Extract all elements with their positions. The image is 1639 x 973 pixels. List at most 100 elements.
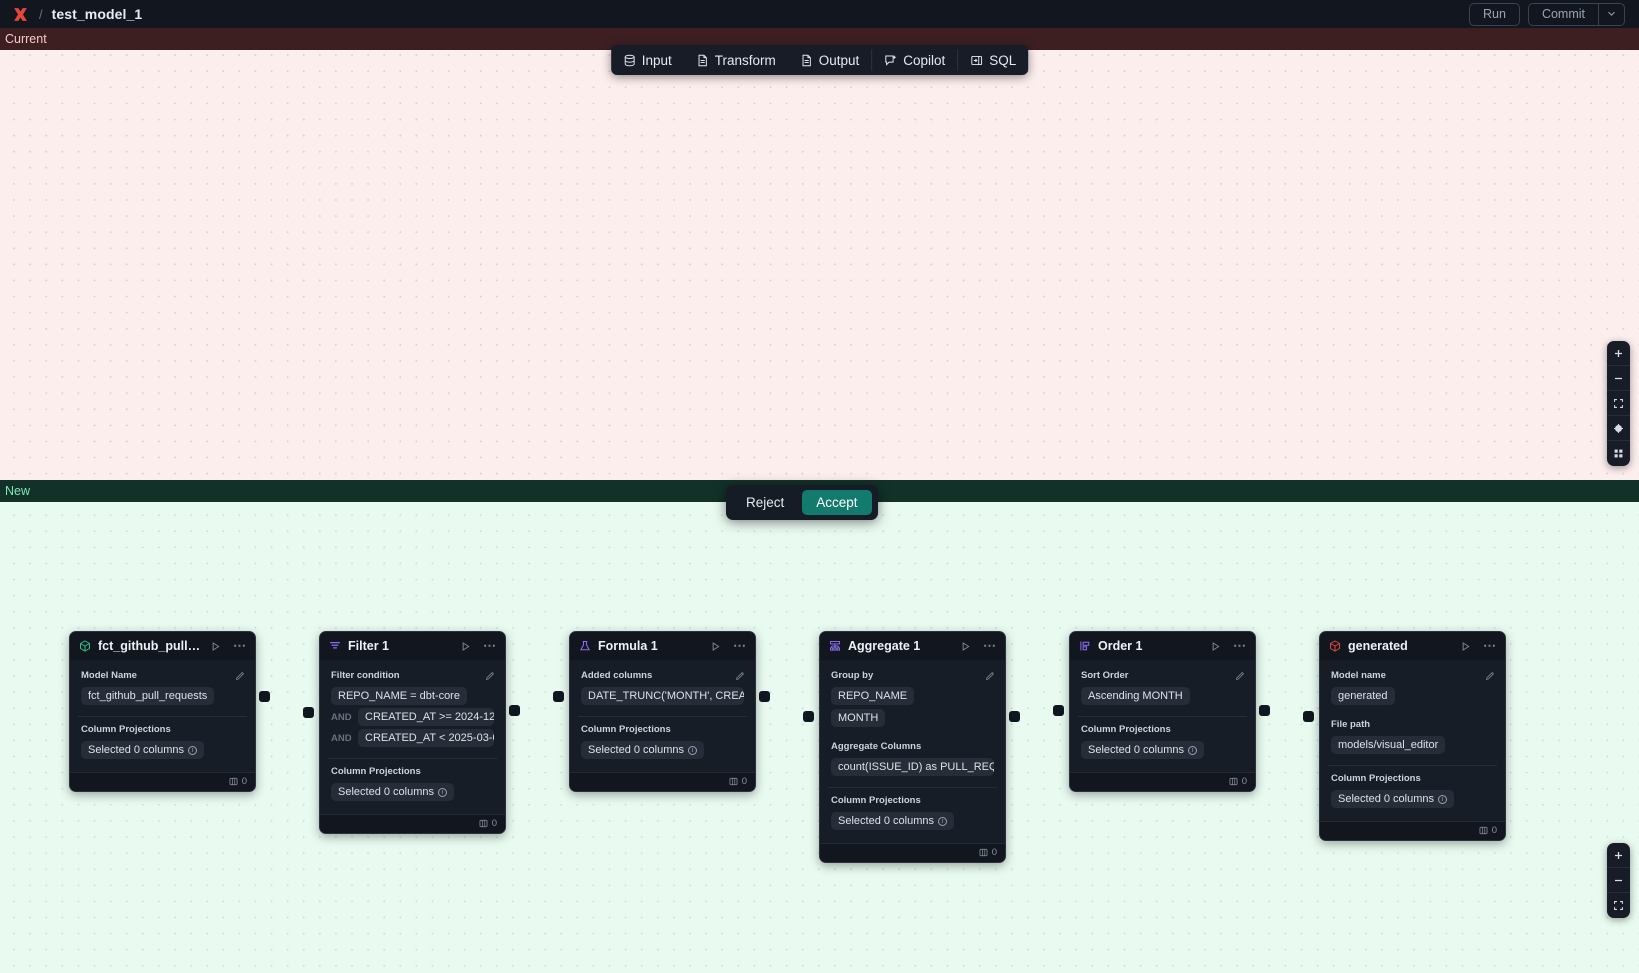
edit-pencil-icon[interactable] [735, 668, 745, 686]
chevron-down-icon[interactable] [1598, 3, 1624, 25]
info-icon[interactable]: i [688, 745, 697, 755]
node-footer: 0 [70, 772, 255, 791]
node-body: Group by REPO_NAME MONTH Aggregate Colum… [820, 660, 1005, 843]
more-options-icon[interactable]: ⋯ [1233, 638, 1246, 653]
toolbar-item-copilot[interactable]: Copilot [872, 45, 957, 75]
database-icon [623, 54, 636, 67]
canvas-zoom-controls-new [1607, 843, 1630, 918]
value-pill[interactable]: CREATED_AT < 2025-03-01 [358, 729, 494, 747]
value-pill[interactable]: MONTH [831, 709, 886, 727]
toolbar-item-transform[interactable]: Transform [684, 45, 788, 75]
section-title: File path [1331, 719, 1371, 730]
node-header[interactable]: Filter 1 ⋯ [320, 632, 505, 660]
graph-node-formula1[interactable]: Formula 1 ⋯ Added columns DATE_TRUNC('MO… [569, 631, 756, 792]
info-icon[interactable]: i [938, 816, 947, 826]
run-button[interactable]: Run [1469, 2, 1520, 26]
toolbar-item-input[interactable]: Input [611, 45, 684, 75]
commit-button[interactable]: Commit [1541, 6, 1585, 21]
info-icon[interactable]: i [188, 745, 197, 755]
node-title: Filter 1 [348, 639, 389, 653]
value-pill[interactable]: Ascending MONTH [1081, 687, 1190, 705]
node-footer: 0 [820, 843, 1005, 862]
fit-view-icon[interactable] [1607, 893, 1630, 918]
accept-button[interactable]: Accept [802, 490, 872, 515]
node-title: Formula 1 [598, 639, 658, 653]
edit-pencil-icon[interactable] [235, 668, 245, 686]
section-title: Column Projections [831, 795, 921, 806]
value-pill[interactable]: generated [1331, 687, 1395, 705]
grid-toggle-icon[interactable] [1607, 441, 1630, 466]
value-pill[interactable]: fct_github_pull_requests [81, 687, 215, 705]
graph-node-order1[interactable]: Order 1 ⋯ Sort Order Ascending MONTH Col… [1069, 631, 1256, 792]
document-icon [696, 54, 709, 67]
app-logo-icon[interactable] [10, 4, 30, 24]
value-pill[interactable]: DATE_TRUNC('MONTH', CREATED_AT… [581, 687, 744, 705]
node-section: Model name generated [1328, 667, 1497, 713]
toolbar-divider [871, 49, 873, 71]
node-header[interactable]: generated ⋯ [1320, 632, 1505, 660]
value-pill[interactable]: count(ISSUE_ID) as PULL_REQUEST_… [831, 758, 994, 776]
diff-decision-bar: Reject Accept [726, 485, 878, 520]
graph-node-generated[interactable]: generated ⋯ Model name generated File pa… [1319, 631, 1506, 841]
plus-icon[interactable] [1607, 341, 1630, 366]
more-options-icon[interactable]: ⋯ [1483, 638, 1496, 653]
more-options-icon[interactable]: ⋯ [233, 638, 246, 653]
toolbar-label: Transform [714, 52, 776, 68]
column-count: 0 [1241, 776, 1247, 787]
edit-pencil-icon[interactable] [1485, 668, 1495, 686]
edge-port [1303, 711, 1314, 722]
run-node-icon[interactable] [1460, 641, 1471, 652]
canvas-dot-grid [0, 28, 1639, 480]
cube-green-icon [79, 640, 91, 652]
minus-icon[interactable] [1607, 868, 1630, 893]
lock-target-icon[interactable] [1607, 416, 1630, 441]
run-node-icon[interactable] [460, 641, 471, 652]
info-icon[interactable]: i [1438, 794, 1447, 804]
run-node-icon[interactable] [1210, 641, 1221, 652]
node-header[interactable]: fct_github_pull_requests ⋯ [70, 632, 255, 660]
more-options-icon[interactable]: ⋯ [483, 638, 496, 653]
run-node-icon[interactable] [960, 641, 971, 652]
formula-flask-icon [579, 640, 591, 652]
fit-view-icon[interactable] [1607, 391, 1630, 416]
node-title: Order 1 [1098, 639, 1143, 653]
node-header[interactable]: Order 1 ⋯ [1070, 632, 1255, 660]
conjunction-label: AND [331, 711, 352, 723]
node-header[interactable]: Aggregate 1 ⋯ [820, 632, 1005, 660]
value-pill[interactable]: REPO_NAME [831, 687, 915, 705]
edit-pencil-icon[interactable] [1235, 668, 1245, 686]
columns-icon [1479, 826, 1488, 835]
value-pill[interactable]: REPO_NAME = dbt-core [331, 687, 467, 705]
minus-icon[interactable] [1607, 366, 1630, 391]
reject-button[interactable]: Reject [732, 490, 798, 515]
new-canvas-pane[interactable]: New fct_github_pull_requests [0, 480, 1639, 973]
edge-port [303, 707, 314, 718]
graph-node-filter1[interactable]: Filter 1 ⋯ Filter condition REPO_NAME = … [319, 631, 506, 834]
value-pill[interactable]: CREATED_AT >= 2024-12-01 [358, 708, 494, 726]
run-node-icon[interactable] [210, 641, 221, 652]
toolbar-item-sql[interactable]: SQL [958, 45, 1028, 75]
toolbar-item-output[interactable]: Output [788, 45, 872, 75]
edit-pencil-icon[interactable] [985, 668, 995, 686]
section-title: Sort Order [1081, 670, 1129, 681]
node-body: Model Name fct_github_pull_requests Colu… [70, 660, 255, 772]
more-options-icon[interactable]: ⋯ [733, 638, 746, 653]
info-icon[interactable]: i [1188, 745, 1197, 755]
info-icon[interactable]: i [438, 787, 447, 797]
value-pill[interactable]: models/visual_editor [1331, 736, 1446, 754]
graph-node-aggregate1[interactable]: Aggregate 1 ⋯ Group by REPO_NAME MONTH A… [819, 631, 1006, 863]
edit-pencil-icon[interactable] [485, 668, 495, 686]
graph-node-source[interactable]: fct_github_pull_requests ⋯ Model Name fc… [69, 631, 256, 792]
plus-icon[interactable] [1607, 843, 1630, 868]
current-canvas-pane[interactable]: Current [0, 28, 1639, 480]
run-node-icon[interactable] [710, 641, 721, 652]
node-header[interactable]: Formula 1 ⋯ [570, 632, 755, 660]
more-options-icon[interactable]: ⋯ [983, 638, 996, 653]
